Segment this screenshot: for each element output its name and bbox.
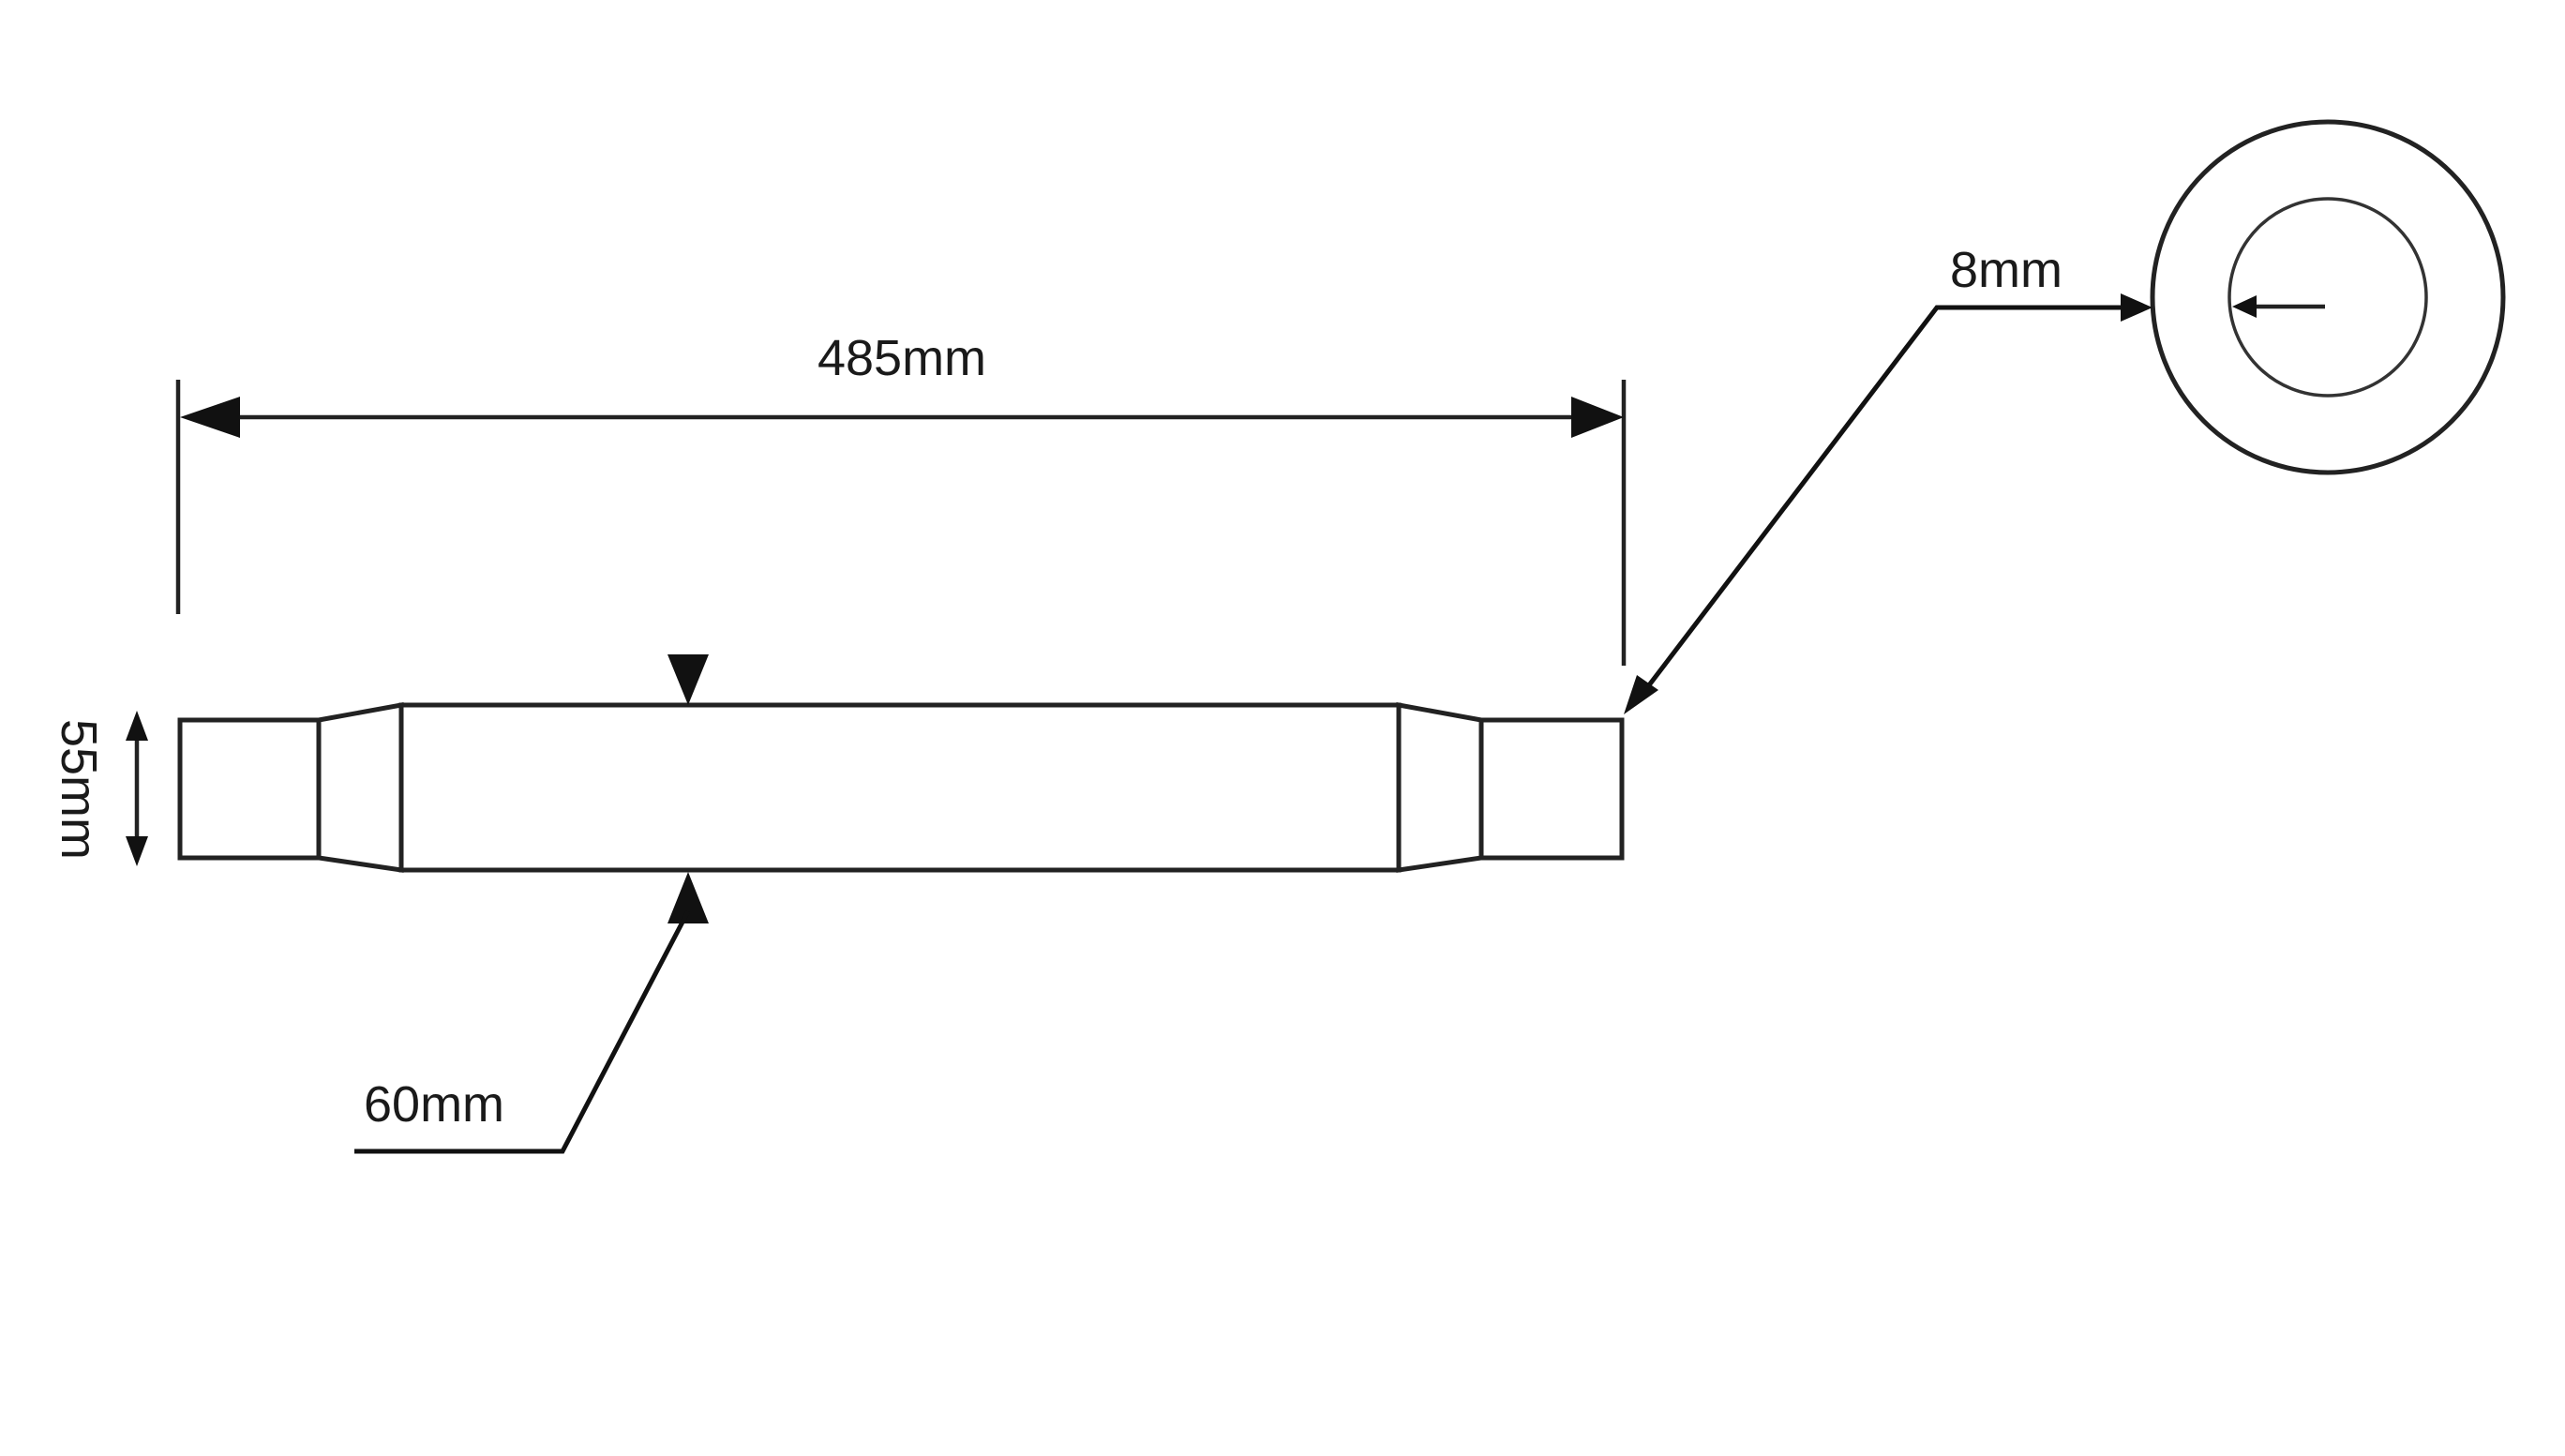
- right-taper: [1396, 702, 1484, 873]
- length-label: 485mm: [818, 330, 986, 386]
- wall-thickness-label: 8mm: [1950, 242, 2062, 298]
- center-top-arrowhead: [668, 654, 709, 705]
- center-diameter-dimension: 60mm: [354, 654, 709, 1154]
- left-taper: [316, 702, 404, 873]
- end-diameter-dimension: 55mm: [51, 711, 148, 866]
- center-body: [398, 702, 1402, 873]
- end-diameter-label: 55mm: [51, 719, 107, 860]
- length-left-arrowhead: [180, 397, 240, 438]
- center-diameter-leader: [354, 909, 691, 1154]
- wall-thickness-dimension: 8mm: [1624, 242, 2152, 714]
- end-diameter-top-arrowhead: [126, 711, 148, 741]
- length-right-arrowhead: [1571, 397, 1624, 438]
- wall-thickness-leader: [1641, 305, 2128, 696]
- wall-leader-circle-arrowhead: [2121, 293, 2152, 322]
- wall-leader-end-arrowhead: [1624, 675, 1658, 714]
- length-dimension: 485mm: [175, 330, 1627, 666]
- wall-inner-arrowhead: [2232, 295, 2257, 318]
- end-diameter-bottom-arrowhead: [126, 836, 148, 866]
- pipe-side-view: [177, 702, 1625, 873]
- left-end-section: [177, 717, 322, 861]
- center-bottom-arrowhead: [668, 872, 709, 923]
- center-diameter-label: 60mm: [364, 1076, 504, 1133]
- inner-bore-circle: [2228, 197, 2428, 398]
- outer-wall-circle: [2150, 119, 2506, 475]
- pipe-end-view: [2150, 119, 2506, 475]
- right-end-section: [1478, 717, 1625, 861]
